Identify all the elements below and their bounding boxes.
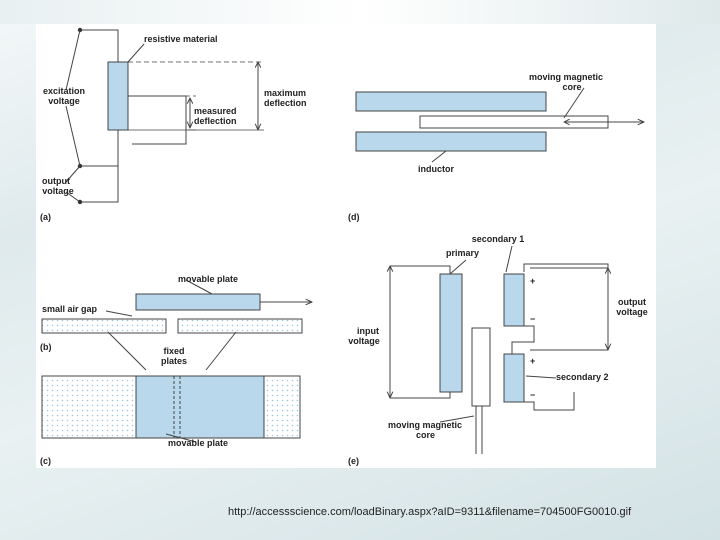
label-output-voltage-e: voltage — [616, 307, 648, 317]
panel-tag-a: (a) — [40, 212, 51, 222]
inductor-lower — [355, 131, 547, 152]
panel-tag-c: (c) — [40, 456, 51, 466]
sec1-minus: − — [530, 314, 535, 324]
sec2-plus: + — [530, 356, 535, 366]
source-caption: http://accessscience.com/loadBinary.aspx… — [228, 506, 632, 518]
label-lvdt-core-2: core — [416, 430, 435, 440]
panel-tag-b: (b) — [40, 342, 52, 352]
label-lvdt-core: moving magnetic — [388, 420, 462, 430]
sec2-minus: − — [530, 390, 535, 400]
label-secondary-2: secondary 2 — [556, 372, 609, 382]
label-inductor: inductor — [418, 164, 454, 174]
label-input: input — [357, 326, 379, 336]
inductor-upper — [355, 91, 547, 112]
sec1-plus: + — [530, 276, 535, 286]
wiper — [128, 95, 187, 145]
label-core: moving magnetic — [529, 72, 603, 82]
secondary-coil-2 — [503, 353, 525, 403]
label-measured-deflection: deflection — [194, 116, 237, 126]
label-maximum: maximum — [264, 88, 306, 98]
transducer-figure: resistive material excitation voltage ou… — [36, 24, 656, 468]
label-output-e: output — [618, 297, 646, 307]
lvdt-core — [471, 327, 491, 407]
label-output-voltage: voltage — [42, 186, 74, 196]
panel-d-inductor: moving magnetic core inductor (d) — [348, 72, 644, 222]
panel-tag-d: (d) — [348, 212, 360, 222]
label-air-gap: small air gap — [42, 304, 98, 314]
label-fixed: fixed — [163, 346, 184, 356]
label-movable-plate: movable plate — [178, 274, 238, 284]
panel-tag-e: (e) — [348, 456, 359, 466]
label-excitation-voltage: voltage — [48, 96, 80, 106]
label-fixed-plates: plates — [161, 356, 187, 366]
label-secondary-1: secondary 1 — [472, 234, 525, 244]
resistive-element — [107, 61, 129, 131]
panel-b-capacitor: movable plate small air gap fixed plates… — [40, 274, 312, 371]
label-excitation: excitation — [43, 86, 85, 96]
label-measured: measured — [194, 106, 237, 116]
fixed-plate-right — [177, 318, 303, 334]
movable-plate — [135, 293, 261, 311]
label-output: output — [42, 176, 70, 186]
label-primary: primary — [446, 248, 479, 258]
label-core-2: core — [562, 82, 581, 92]
terminal-dot — [77, 199, 83, 205]
fixed-plate-left — [41, 318, 167, 334]
panel-e-lvdt: secondary 1 primary input voltage output… — [348, 234, 648, 466]
secondary-coil-1 — [503, 273, 525, 327]
panel-a-potentiometer: resistive material excitation voltage ou… — [40, 27, 307, 222]
primary-coil — [439, 273, 463, 393]
movable-plate-plan — [135, 375, 265, 439]
slide-header-band — [0, 0, 720, 24]
label-maximum-deflection: deflection — [264, 98, 307, 108]
panel-c-capacitor-plan: movable plate (c) — [40, 375, 301, 466]
label-input-voltage: voltage — [348, 336, 380, 346]
figure-svg: resistive material excitation voltage ou… — [40, 27, 648, 466]
label-movable-plate-plan: movable plate — [168, 438, 228, 448]
label-resistive-material: resistive material — [144, 34, 218, 44]
